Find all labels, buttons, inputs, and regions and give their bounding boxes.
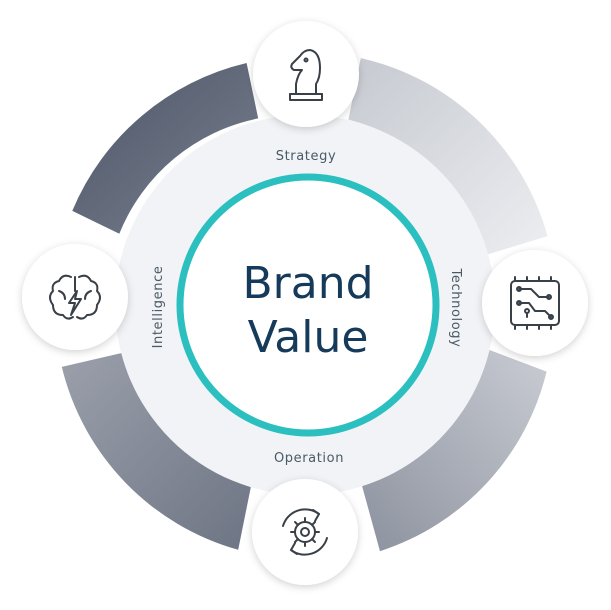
gear-cycle-icon [282, 508, 328, 556]
label-intelligence: Intelligence [151, 266, 166, 349]
label-operation: Operation [274, 451, 344, 466]
center-accent-ring [176, 173, 440, 437]
center-title-line2: Value [248, 312, 369, 363]
node-operation[interactable] [252, 479, 358, 585]
brain-lightning-icon [49, 274, 101, 320]
circuit-board-icon [510, 276, 560, 330]
arc-operation-to-intelligence [61, 353, 252, 550]
node-intelligence[interactable] [22, 244, 128, 350]
chess-knight-icon [289, 49, 323, 101]
arc-intelligence-to-strategy [72, 63, 259, 234]
node-strategy[interactable] [253, 21, 359, 127]
arc-strategy-to-technology [348, 58, 548, 255]
node-technology[interactable] [482, 250, 588, 356]
center-title-line1: Brand [242, 258, 373, 309]
arc-technology-to-operation [361, 349, 547, 552]
label-technology: Technology [448, 268, 463, 348]
label-strategy: Strategy [276, 149, 337, 164]
